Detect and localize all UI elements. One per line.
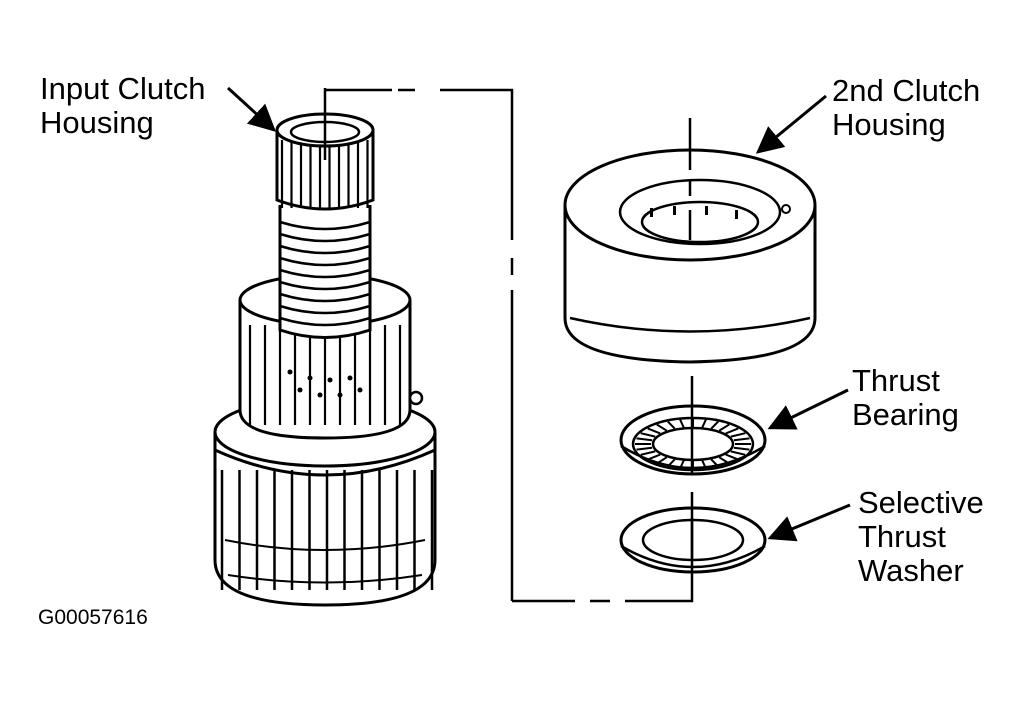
detail-stroke bbox=[730, 432, 746, 438]
input-clutch-housing-part bbox=[213, 112, 437, 607]
label-selective-thrust-washer: Selective Thrust Washer bbox=[858, 486, 984, 588]
label-line: Thrust bbox=[858, 519, 946, 554]
detail-stroke bbox=[636, 446, 653, 451]
detail-stroke bbox=[279, 280, 371, 291]
label-line: Selective bbox=[858, 485, 984, 520]
label-line: Bearing bbox=[852, 397, 959, 432]
label-line: 2nd Clutch bbox=[832, 73, 981, 108]
arrow-2nd-clutch bbox=[755, 94, 827, 154]
label-2nd-clutch-housing: 2nd Clutch Housing bbox=[832, 74, 980, 142]
detail-stroke bbox=[279, 244, 371, 255]
detail-stroke bbox=[667, 420, 676, 430]
detail-stroke bbox=[279, 232, 371, 243]
detail-stroke bbox=[636, 437, 653, 442]
arrow-input-clutch bbox=[226, 86, 276, 132]
detail-stroke bbox=[733, 437, 750, 442]
detail-stroke bbox=[279, 268, 371, 279]
detail-stroke bbox=[640, 432, 656, 438]
second-clutch-housing-part bbox=[563, 148, 817, 364]
detail-stroke bbox=[279, 220, 371, 231]
arrow-thrust-bearing bbox=[767, 388, 849, 430]
detail-stroke bbox=[279, 304, 371, 315]
detail-stroke bbox=[701, 419, 707, 428]
detail-stroke bbox=[725, 427, 739, 435]
detail-stroke bbox=[279, 316, 371, 327]
label-line: Housing bbox=[40, 105, 154, 140]
arrow-selective-washer bbox=[767, 503, 851, 542]
detail-stroke bbox=[279, 292, 371, 303]
detail-stroke bbox=[733, 446, 750, 451]
detail-stroke bbox=[718, 423, 730, 432]
detail-stroke bbox=[710, 420, 719, 430]
figure-code: G00057616 bbox=[38, 606, 148, 629]
label-input-clutch-housing: Input Clutch Housing bbox=[40, 72, 205, 140]
label-line: Housing bbox=[832, 107, 946, 142]
detail-stroke bbox=[679, 419, 685, 428]
detail-stroke bbox=[640, 450, 656, 456]
detail-stroke bbox=[647, 427, 661, 435]
detail-stroke bbox=[730, 450, 746, 456]
label-thrust-bearing: Thrust Bearing bbox=[852, 364, 959, 432]
detail-stroke bbox=[656, 423, 668, 432]
alignment-lines bbox=[323, 88, 694, 603]
label-line: Washer bbox=[858, 553, 964, 588]
label-line: Thrust bbox=[852, 363, 940, 398]
detail-stroke bbox=[279, 256, 371, 267]
leader-arrows bbox=[226, 86, 851, 542]
label-line: Input Clutch bbox=[40, 71, 206, 106]
